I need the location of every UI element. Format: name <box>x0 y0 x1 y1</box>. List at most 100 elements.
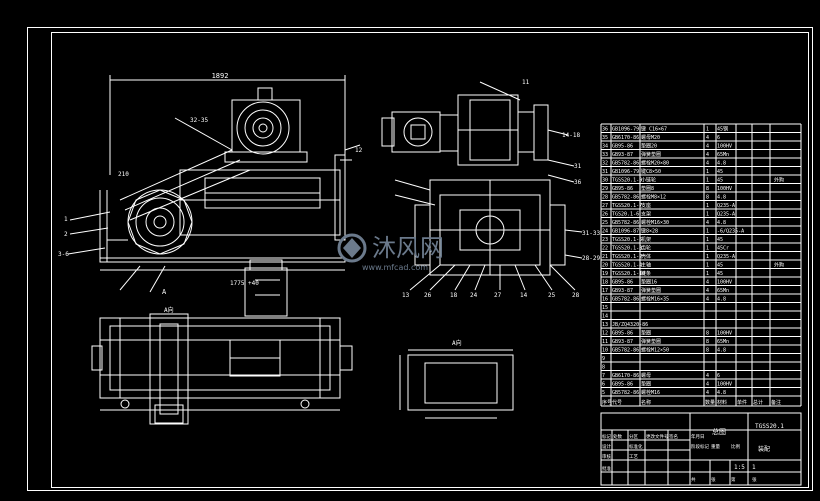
watermark: 沐风网 www.mfcad.com <box>337 233 444 272</box>
bom-row-name: 螺栓M12×50 <box>641 347 669 354</box>
bom-row-material: 4.8 <box>717 348 726 354</box>
bom-row-material: 65Mn <box>717 339 729 345</box>
bom-row-qty: 4 <box>706 297 709 303</box>
title-block-label: 审核 <box>602 453 611 460</box>
bom-row-no: 13 <box>602 322 608 328</box>
title-block: 总图 TGSS20.1 装配 1:5 1 标记处数分区更改文件号签名年月日设计标… <box>600 412 802 486</box>
bom-row-code: GB95-86 <box>612 382 633 388</box>
bom-row-name: 垫圈20 <box>641 143 657 150</box>
title-block-label: 第 <box>731 476 736 483</box>
bom-row-material: 45 <box>717 263 723 269</box>
title-block-drawing-no: TGSS20.1 <box>755 423 784 430</box>
bom-row-code: GB1096-79 <box>612 169 639 175</box>
bom-row-no: 10 <box>602 348 608 354</box>
title-block-assembly: 装配 <box>758 445 770 453</box>
callout-28-29: 28-29 <box>582 255 600 262</box>
bom-row-name: 螺栓M16×30 <box>641 219 669 226</box>
bom-row-qty: 4 <box>706 288 709 294</box>
bom-row-material: 65Mn <box>717 152 729 158</box>
inner-frame <box>51 32 809 488</box>
bom-row-code: GB95-86 <box>612 186 633 192</box>
title-block-label: 批准 <box>602 465 611 472</box>
bom-row-material: 4.8 <box>717 161 726 167</box>
bom-row-material: 100HV <box>717 382 732 388</box>
bom-row-material: Q235-A <box>717 254 735 260</box>
bom-row-code: TGSS20.1-2 <box>612 254 642 260</box>
bom-row-material: 4.8 <box>717 195 726 201</box>
bom-row-code: GB5782-86 <box>612 161 639 167</box>
bom-row-material: 100HV <box>717 331 732 337</box>
bom-row-no: 19 <box>602 271 608 277</box>
bom-row-no: 31 <box>602 169 608 175</box>
bom-row-qty: 1 <box>706 246 709 252</box>
bom-row-name: 键8×28 <box>641 228 658 235</box>
bom-row-code: GB93-87 <box>612 152 633 158</box>
bom-row-qty: 8 <box>706 331 709 337</box>
bom-row-no: 9 <box>602 356 605 362</box>
bom-row-name: 键 C16×67 <box>641 126 667 133</box>
bom-row-material: 45Cr <box>717 246 729 252</box>
bom-row-material: 100HV <box>717 280 732 286</box>
bom-row-material: 65Mn <box>717 288 729 294</box>
bom-row-material: 6 <box>717 373 720 379</box>
bom-header-3: 数量 <box>705 399 715 406</box>
callout-12: 12 <box>355 147 363 154</box>
title-block-scale: 1:5 <box>734 464 745 471</box>
bom-row-name: 螺母M20 <box>641 134 660 141</box>
bom-row-qty: 4 <box>706 152 709 158</box>
callout-25: 24 <box>470 292 478 299</box>
bom-row-name: 小链轮 <box>641 177 656 184</box>
bom-row-material: 45 <box>717 271 723 277</box>
bom-row-code: TGSS20.1-4 <box>612 263 642 269</box>
bom-row-name: 链条 <box>641 270 651 277</box>
title-block-label: 分区 <box>629 433 638 440</box>
bom-row-name: 机架 <box>641 236 651 243</box>
bom-row-no: 28 <box>602 195 608 201</box>
bom-row-qty: 8 <box>706 186 709 192</box>
title-block-label: 标记 <box>602 433 611 440</box>
side-callouts: 13 26 18 24 27 14 25 28 31-33 28-29 <box>402 229 600 299</box>
title-block-label: 签名 <box>669 433 678 440</box>
bom-row-code: TGS20.1-6 <box>612 212 639 218</box>
bom-row-no: 21 <box>602 254 608 260</box>
bom-row-no: 17 <box>602 288 608 294</box>
bom-row-code: GB95-86 <box>612 331 633 337</box>
bom-row-code: GB5782-86 <box>612 348 639 354</box>
bom-row-qty: 8 <box>706 339 709 345</box>
bom-row-no: 23 <box>602 237 608 243</box>
watermark-url: www.mfcad.com <box>362 263 428 272</box>
callout-34: 31 <box>574 163 582 170</box>
bom-row-name: 螺栓M8×12 <box>641 194 666 201</box>
bom-row-name: 螺栓M16×35 <box>641 296 669 303</box>
bom-row-no: 34 <box>602 144 608 150</box>
bom-row-name: 螺栓M20×80 <box>641 160 669 167</box>
bom-row-material: 45 <box>717 169 723 175</box>
dim-overall-width: 1892 <box>212 72 229 80</box>
bom-row-name: 螺母 <box>641 372 651 379</box>
bom-row-name: 主轴 <box>641 262 651 269</box>
callout-14-18: 14-18 <box>562 132 580 139</box>
bom-row-qty: 4 <box>706 280 709 286</box>
bom-row-name: 弹簧垫圈 <box>641 338 661 345</box>
bom-row-qty: 4 <box>706 144 709 150</box>
bom-row-no: 32 <box>602 161 608 167</box>
detail-a-label: A向 <box>452 339 462 347</box>
bom-row-name: 垫圈16 <box>641 279 657 286</box>
bom-row-no: 14 <box>602 314 608 320</box>
bom-row-material: 100HV <box>717 144 732 150</box>
callout-1: 1 <box>64 216 68 223</box>
bom-row-qty: 4 <box>706 220 709 226</box>
bom-header-4: 材料 <box>717 399 727 406</box>
bom-row-qty: 8 <box>706 195 709 201</box>
bom-row-material: 4.8 <box>717 220 726 226</box>
bom-row-material: 4.8 <box>717 390 726 396</box>
bom-row-code: GB95-86 <box>612 144 633 150</box>
bom-row-no: 36 <box>602 127 608 133</box>
bom-row-name: 壳体 <box>641 253 651 260</box>
title-block-label: 阶段标记 <box>691 443 709 450</box>
bom-row-qty: 1 <box>706 127 709 133</box>
title-block-label: 更改文件号 <box>646 433 669 440</box>
bom-row-qty: 8 <box>706 348 709 354</box>
front-view: 1892 32-35 210 177 <box>58 72 363 296</box>
